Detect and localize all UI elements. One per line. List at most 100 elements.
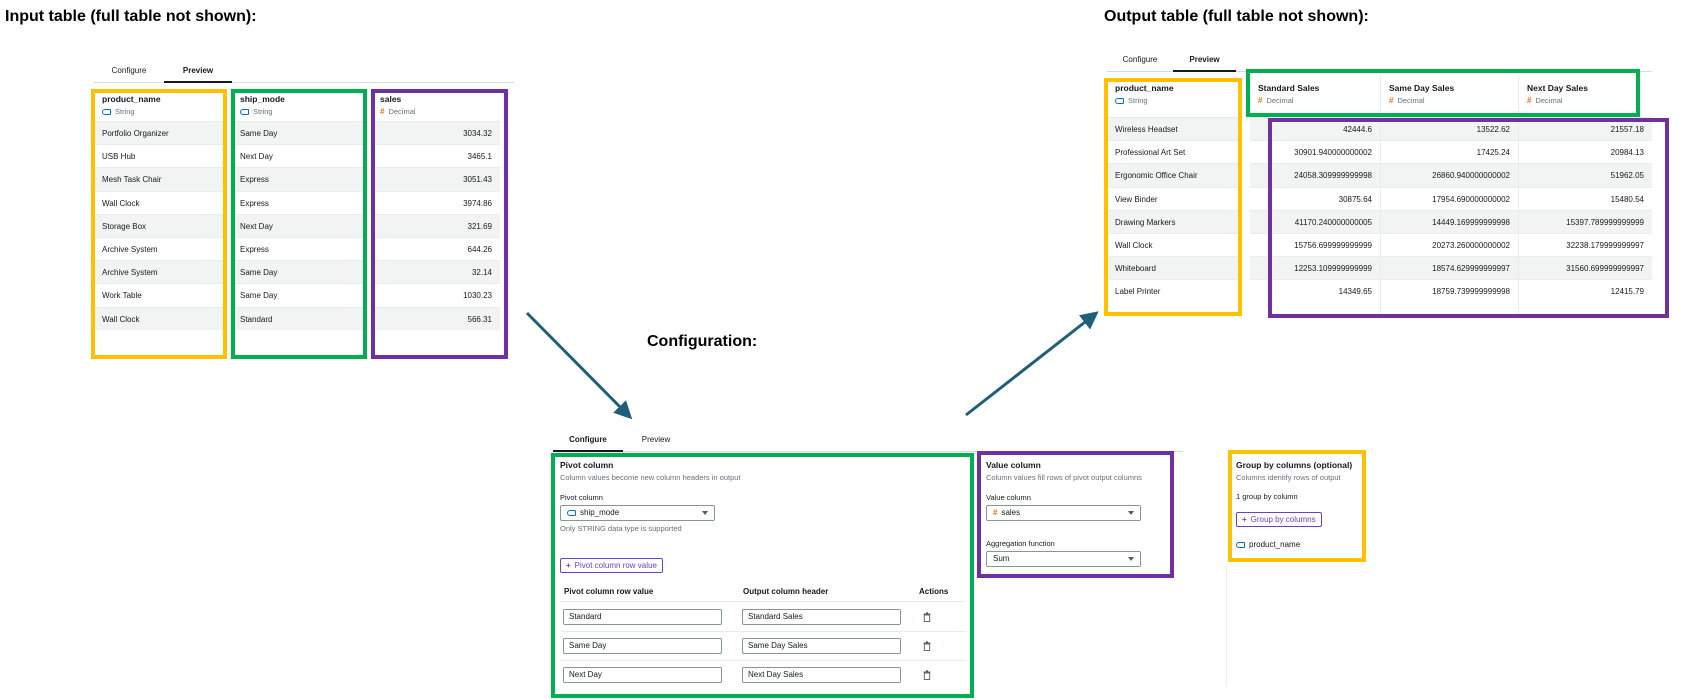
value-column-panel: Value column Column values fill rows of … [980, 455, 1170, 575]
hash-icon: # [1527, 95, 1532, 105]
column-divider [1518, 75, 1519, 315]
aggregation-select[interactable]: Sum [986, 551, 1141, 567]
table-cell: 13522.62 [1381, 117, 1518, 141]
table-cell: 566.31 [372, 306, 500, 330]
table-cell: 14349.65 [1250, 279, 1380, 302]
table-cell: 15756.699999999999 [1250, 233, 1380, 256]
input-table-title: Input table (full table not shown): [5, 8, 257, 25]
pivot-selected-value: ship_mode [580, 508, 620, 517]
value-description: Column values fill rows of pivot output … [986, 473, 1142, 482]
table-cell: Same Day [232, 283, 364, 306]
table-cell: 51962.05 [1519, 163, 1652, 187]
config-tabs: Configure Preview [553, 428, 1183, 452]
tab-configure[interactable]: Configure [111, 66, 147, 75]
string-tag-icon [102, 108, 111, 115]
column-header[interactable]: product_name String [1107, 75, 1241, 117]
output-header-input[interactable]: Standard Sales [742, 609, 901, 625]
trash-icon[interactable] [923, 612, 931, 622]
group-by-item-name: product_name [1249, 540, 1301, 549]
table-cell: Same Day [232, 121, 364, 145]
column-type: Decimal [388, 107, 416, 116]
pivot-heading: Pivot column [560, 460, 614, 470]
tab-configure[interactable]: Configure [1122, 55, 1158, 64]
string-tag-icon [567, 510, 576, 516]
hash-icon: # [1258, 95, 1263, 105]
table-cell: Ergonomic Office Chair [1107, 163, 1241, 187]
table-cell: Portfolio Organizer [94, 121, 226, 145]
add-pivot-row-value-button[interactable]: +Pivot column row value [560, 558, 663, 573]
col-header-output-header: Output column header [743, 587, 829, 596]
table-cell: Archive System [94, 260, 226, 284]
table-cell: 321.69 [372, 213, 500, 237]
add-group-by-button[interactable]: +Group by columns [1236, 512, 1322, 527]
table-cell: 1030.23 [372, 283, 500, 306]
output-header-input[interactable]: Same Day Sales [742, 638, 901, 654]
table-cell: 3974.86 [372, 190, 500, 214]
string-tag-icon [1115, 97, 1124, 104]
panel-divider [1226, 566, 1227, 686]
table-cell: 12415.79 [1519, 279, 1652, 302]
column-header[interactable]: Next Day Sales #Decimal [1519, 75, 1652, 117]
chevron-down-icon [1128, 557, 1134, 561]
pivot-description: Column values become new column headers … [560, 473, 741, 482]
group-by-item: product_name [1236, 540, 1300, 549]
trash-icon[interactable] [923, 641, 931, 651]
tab-preview[interactable]: Preview [1173, 48, 1236, 72]
table-cell: 42444.6 [1250, 117, 1380, 141]
aggregation-label: Aggregation function [986, 539, 1055, 548]
table-cell: Wall Clock [94, 190, 226, 214]
table-cell: 3051.43 [372, 167, 500, 191]
col-header-row-value: Pivot column row value [564, 587, 654, 596]
table-cell: Storage Box [94, 213, 226, 237]
tab-preview[interactable]: Preview [641, 435, 671, 444]
column-name: Standard Sales [1258, 83, 1320, 93]
table-cell: 41170.240000000005 [1250, 209, 1380, 233]
column-name: sales [380, 94, 402, 104]
table-cell: USB Hub [94, 144, 226, 167]
table-cell: 30875.64 [1250, 186, 1380, 210]
column-header[interactable]: ship_mode String [232, 86, 364, 121]
table-cell: 32238.179999999997 [1519, 233, 1652, 256]
table-cell: Whiteboard [1107, 256, 1241, 280]
column-header[interactable]: Same Day Sales #Decimal [1381, 75, 1518, 117]
column-type: String [253, 107, 273, 116]
column-header[interactable]: product_name String [94, 86, 226, 121]
pivot-hint: Only STRING data type is supported [560, 524, 682, 533]
chevron-down-icon [702, 511, 708, 515]
output-header-input[interactable]: Next Day Sales [742, 667, 901, 683]
table-cell: Express [232, 237, 364, 260]
input-tabs: Configure Preview [94, 59, 514, 83]
table-cell: 15397.789999999999 [1519, 209, 1652, 233]
table-cell: Wall Clock [94, 306, 226, 330]
pivot-row-value-input[interactable]: Same Day [563, 638, 722, 654]
table-cell: 21557.18 [1519, 117, 1652, 141]
pivot-row-value-input[interactable]: Standard [563, 609, 722, 625]
table-cell: Archive System [94, 237, 226, 260]
column-header[interactable]: sales #Decimal [372, 86, 500, 121]
tab-configure[interactable]: Configure [553, 428, 623, 452]
table-cell: View Binder [1107, 186, 1241, 210]
table-cell: Wireless Headset [1107, 117, 1241, 141]
value-column-select[interactable]: # sales [986, 505, 1141, 521]
trash-icon[interactable] [923, 670, 931, 680]
col-header-actions: Actions [919, 587, 949, 596]
table-cell: 31560.699999999997 [1519, 256, 1652, 280]
column-name: product_name [1115, 83, 1174, 93]
table-cell: 24058.309999999998 [1250, 163, 1380, 187]
pivot-column-panel: Pivot column Column values become new co… [553, 455, 973, 695]
table-cell: 15480.54 [1519, 186, 1652, 210]
table-cell: 3465.1 [372, 144, 500, 167]
pivot-row-value-input[interactable]: Next Day [563, 667, 722, 683]
output-tabs: Configure Preview [1107, 48, 1652, 72]
value-selected: sales [1001, 508, 1021, 517]
column-header[interactable]: Standard Sales #Decimal [1250, 75, 1380, 117]
pivot-column-select[interactable]: ship_mode [560, 505, 715, 521]
column-divider [1380, 75, 1381, 315]
tab-preview[interactable]: Preview [164, 59, 232, 83]
table-cell: 17954.690000000002 [1381, 186, 1518, 210]
